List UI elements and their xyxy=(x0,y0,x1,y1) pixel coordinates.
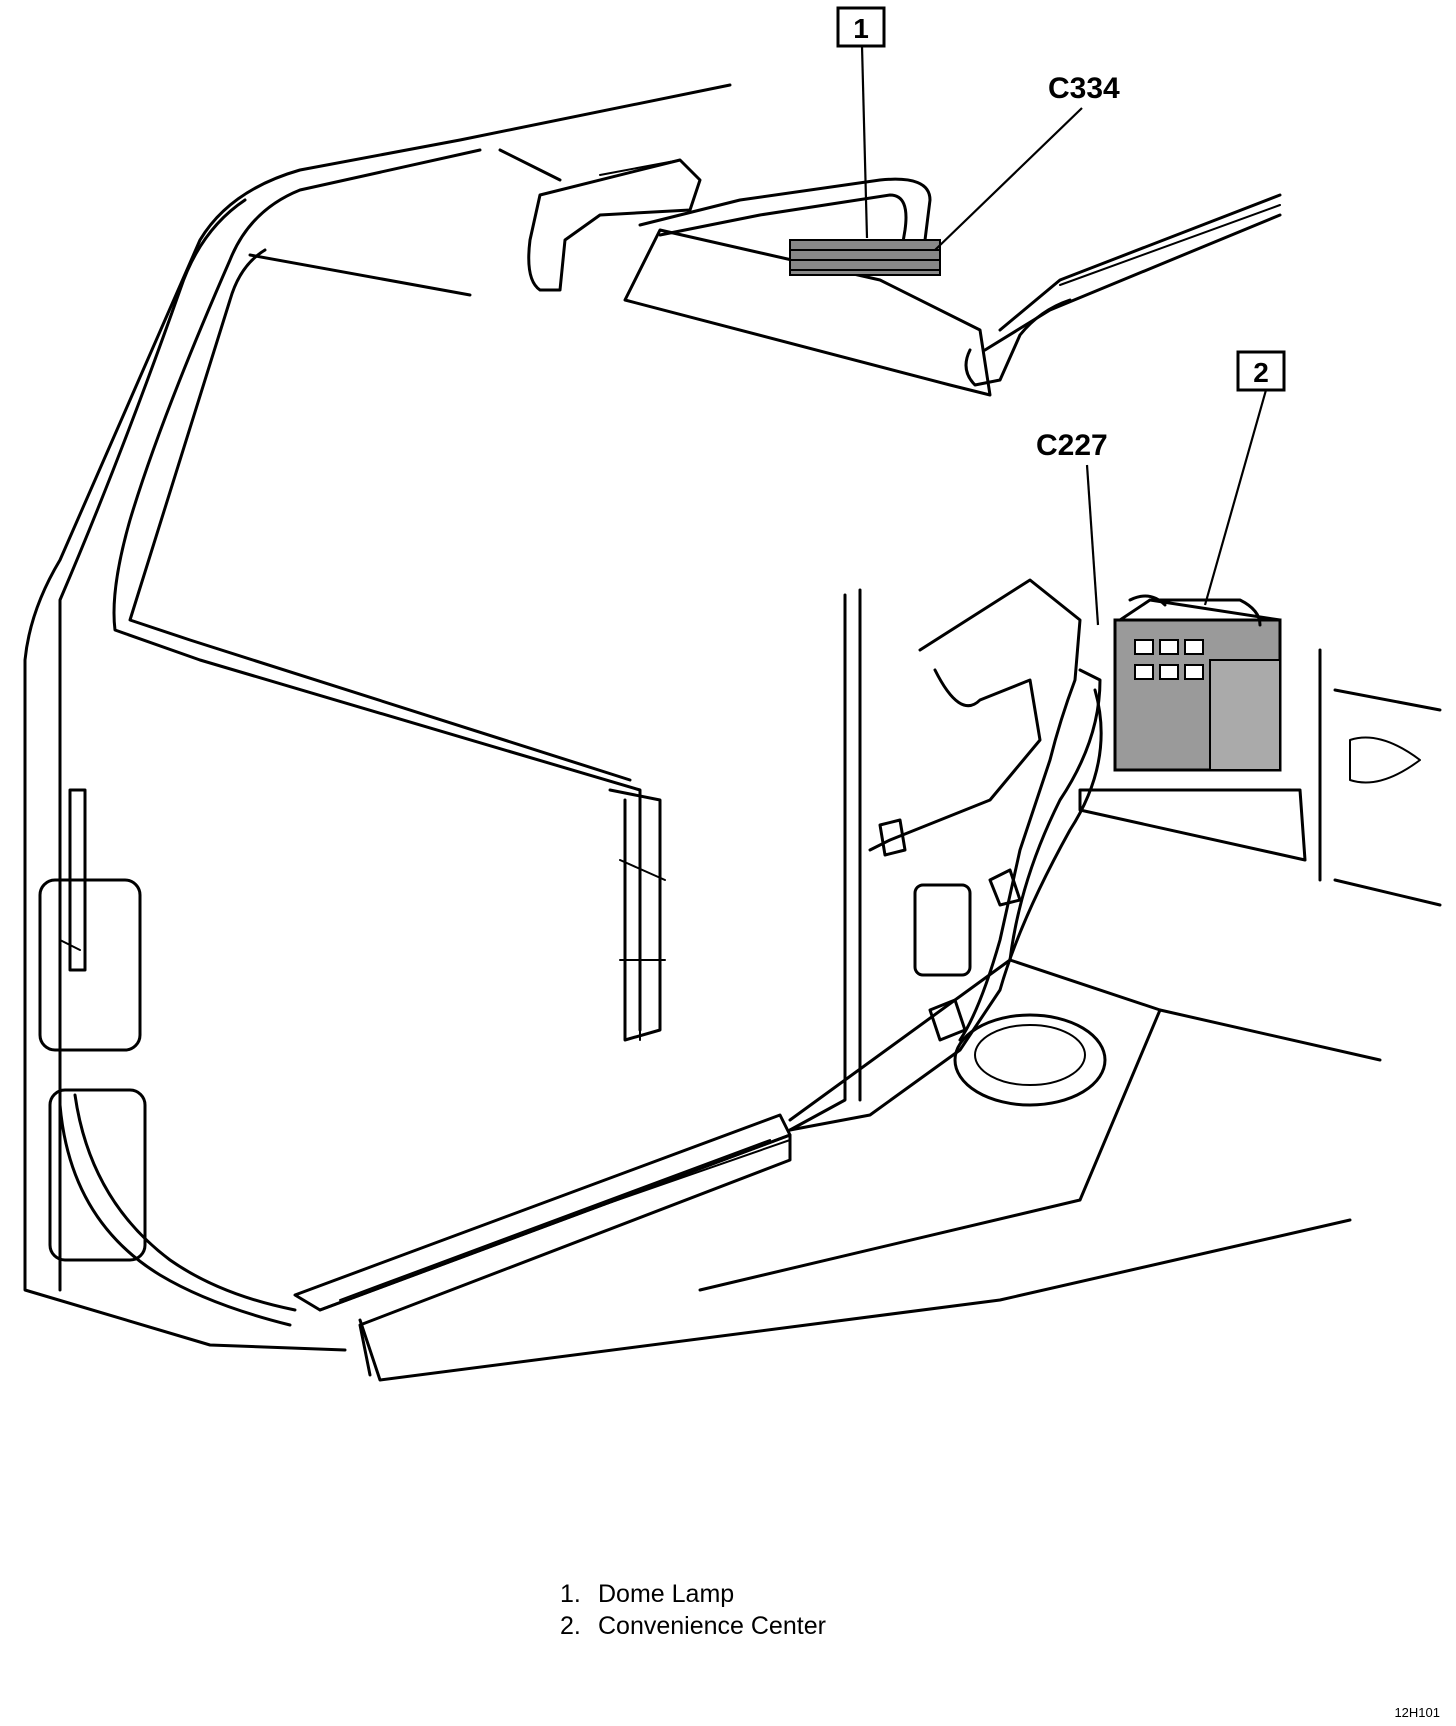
callout-1-number: 1 xyxy=(853,13,869,44)
convenience-center xyxy=(1078,594,1442,907)
callout-2-number: 2 xyxy=(1253,357,1269,388)
callout-2: 2 xyxy=(1236,350,1286,392)
door-frame xyxy=(23,83,732,1352)
legend-item: 1. Dome Lamp xyxy=(560,1578,826,1610)
legend-item-label: Dome Lamp xyxy=(598,1580,735,1608)
legend: 1. Dome Lamp 2. Convenience Center xyxy=(560,1578,826,1642)
legend-item-number: 1. xyxy=(560,1580,581,1608)
leader-lines xyxy=(860,45,1268,626)
callout-1: 1 xyxy=(836,6,886,48)
figure-id: 12H101 xyxy=(1394,1705,1440,1720)
hinge-pillar xyxy=(788,578,1103,1132)
legend-item-number: 2. xyxy=(560,1612,581,1640)
connector-c334-label: C334 xyxy=(1048,72,1120,105)
legend-item: 2. Convenience Center xyxy=(560,1610,826,1642)
connector-c227-label: C227 xyxy=(1036,429,1108,462)
door-sill xyxy=(293,958,1382,1382)
legend-item-label: Convenience Center xyxy=(598,1612,826,1640)
roof-header xyxy=(527,158,1282,397)
